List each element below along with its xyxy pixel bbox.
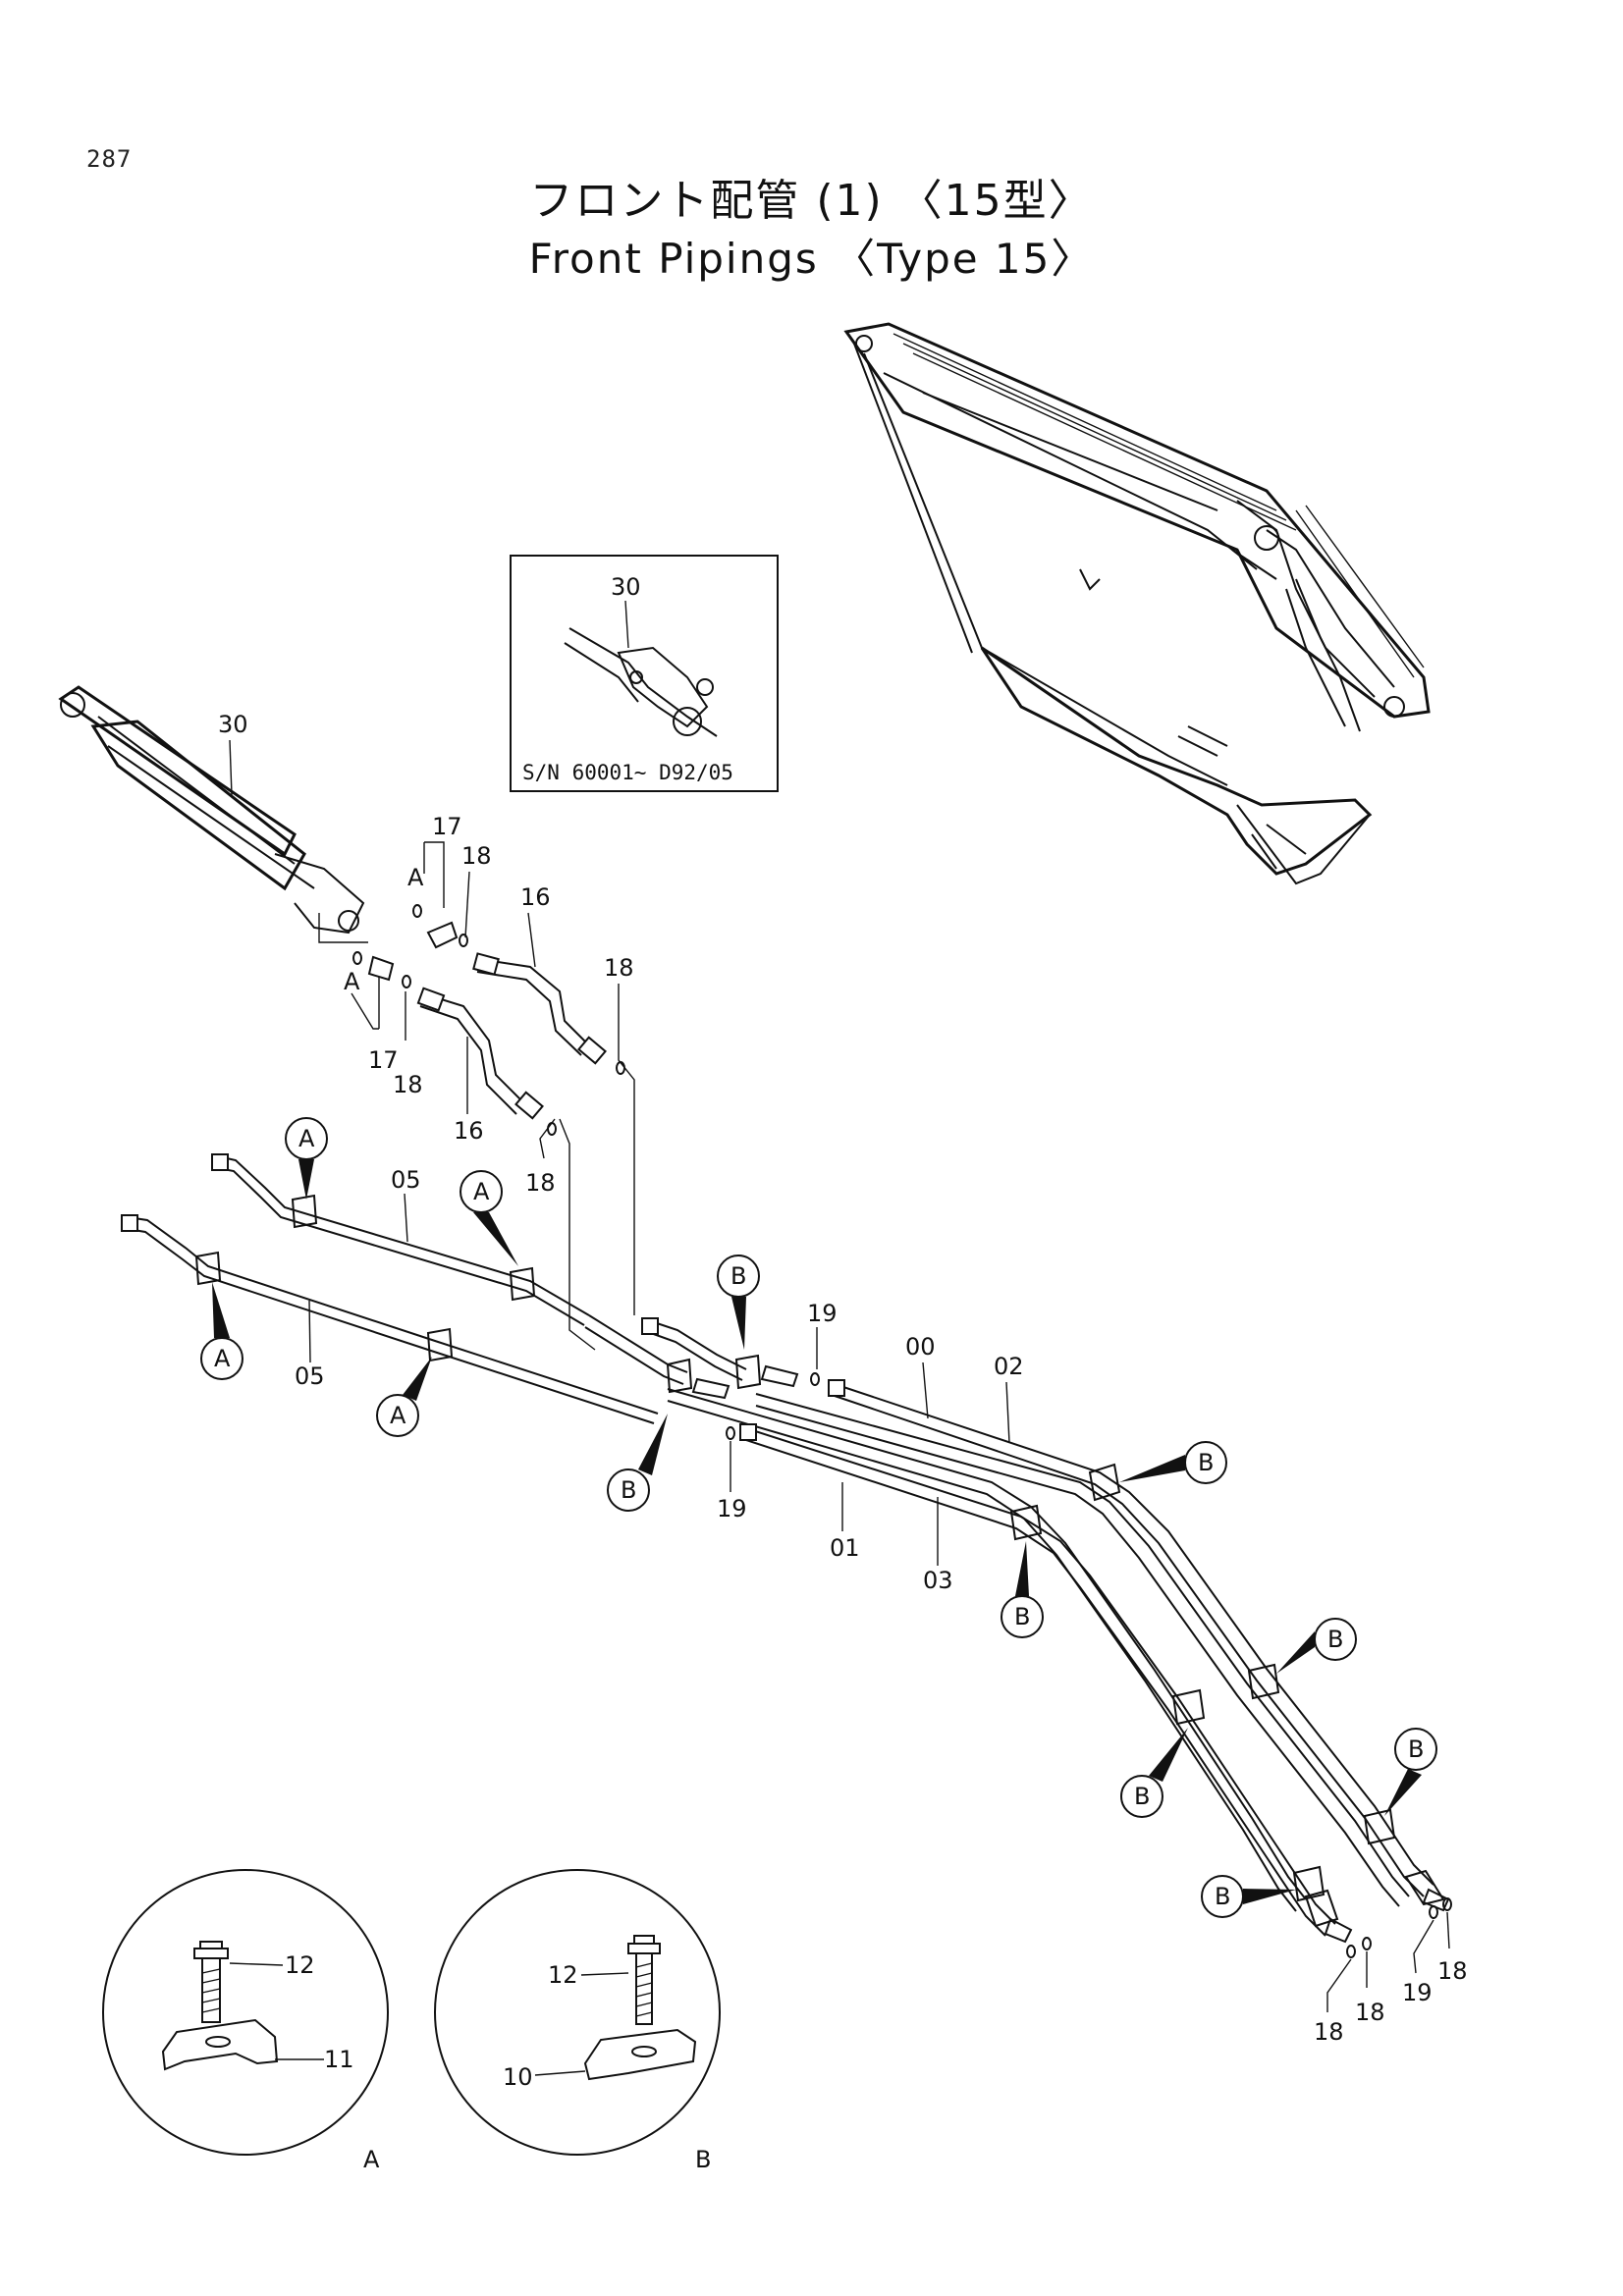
callout-a-4: A — [376, 1357, 432, 1437]
svg-text:B: B — [1014, 1603, 1030, 1630]
callouts-a: A A A A — [200, 1117, 518, 1437]
svg-text:B: B — [1327, 1626, 1343, 1653]
label-05-lower: 05 — [295, 1362, 325, 1390]
callout-a-3: A — [200, 1282, 243, 1380]
inset-serial-detail: 30 S/N 60001~ D92/05 — [510, 555, 779, 792]
label-03: 03 — [923, 1567, 953, 1594]
callout-b-7: B — [1120, 1728, 1188, 1818]
label-02: 02 — [994, 1353, 1024, 1380]
callout-b-4: B — [1001, 1541, 1044, 1638]
detail-b-caption: B — [695, 2146, 711, 2173]
callouts-b: B B B B B B B — [607, 1255, 1437, 1918]
cylinder-fittings: 17 18 A A 17 18 — [344, 813, 492, 1098]
label-05-upper: 05 — [391, 1166, 421, 1194]
callout-b-8: B — [1201, 1875, 1296, 1918]
svg-text:B: B — [621, 1476, 636, 1504]
detail-a-caption: A — [363, 2146, 380, 2173]
label-01: 01 — [830, 1534, 860, 1562]
callout-b-3: B — [1119, 1441, 1227, 1484]
label-end-18-b: 18 — [1355, 1999, 1385, 2026]
pipes-05: 05 05 — [121, 1153, 659, 1424]
svg-text:B: B — [1215, 1883, 1230, 1910]
svg-text:A: A — [298, 1125, 315, 1152]
label-18-bottom: 18 — [393, 1071, 423, 1098]
bucket-cylinder: 30 — [58, 685, 368, 943]
label-16-top: 16 — [520, 883, 551, 911]
label-end-18-c: 18 — [1437, 1957, 1468, 1985]
callout-b-6: B — [1384, 1728, 1437, 1816]
main-pipes: 19 00 02 19 01 03 — [584, 1300, 1468, 2046]
label-16-bottom: 16 — [454, 1117, 484, 1145]
detail-b: 12 10 B — [434, 1869, 721, 2173]
callout-b-2: B — [607, 1414, 668, 1512]
svg-text:A: A — [473, 1178, 490, 1205]
detail-a-bolt-label: 12 — [285, 1951, 315, 1979]
label-a-small-bottom: A — [344, 968, 360, 995]
detail-b-clamp-label: 10 — [503, 2063, 533, 2091]
detail-b-bolt-label: 12 — [548, 1961, 578, 1989]
svg-text:B: B — [1408, 1735, 1424, 1763]
detail-a-clamp-label: 11 — [324, 2046, 354, 2073]
label-end-19: 19 — [1402, 1979, 1433, 2006]
svg-text:B: B — [1198, 1449, 1214, 1476]
label-19-lower: 19 — [717, 1495, 747, 1522]
svg-text:A: A — [390, 1402, 406, 1429]
label-18-mid: 18 — [525, 1169, 556, 1197]
label-a-small-top: A — [407, 864, 424, 891]
page-number: 287 — [86, 145, 133, 173]
detail-a: 12 11 A — [102, 1869, 389, 2173]
label-cylinder-30: 30 — [218, 711, 248, 738]
callout-a-2: A — [460, 1170, 518, 1266]
label-17-bottom: 17 — [368, 1046, 399, 1074]
label-17-top: 17 — [432, 813, 462, 840]
svg-text:B: B — [730, 1262, 746, 1290]
title-english: Front Pipings 〈Type 15〉 — [528, 235, 1095, 283]
label-18-right: 18 — [604, 954, 634, 982]
svg-text:B: B — [1134, 1783, 1150, 1810]
callout-a-1: A — [285, 1117, 328, 1200]
label-19-upper: 19 — [807, 1300, 838, 1327]
svg-text:A: A — [214, 1345, 231, 1372]
label-00: 00 — [905, 1333, 936, 1361]
callout-b-5: B — [1276, 1618, 1357, 1674]
title-japanese: フロント配管 (1) 〈15型〉 — [529, 176, 1094, 226]
hoses-16: 16 16 18 18 — [416, 883, 635, 1351]
label-18-top: 18 — [461, 842, 492, 870]
inset-part-label: 30 — [611, 573, 641, 601]
label-end-18-a: 18 — [1314, 2018, 1344, 2046]
callout-b-1: B — [717, 1255, 760, 1350]
boom-arm-illustration — [843, 322, 1431, 885]
inset-serial-note: S/N 60001~ D92/05 — [522, 761, 733, 784]
